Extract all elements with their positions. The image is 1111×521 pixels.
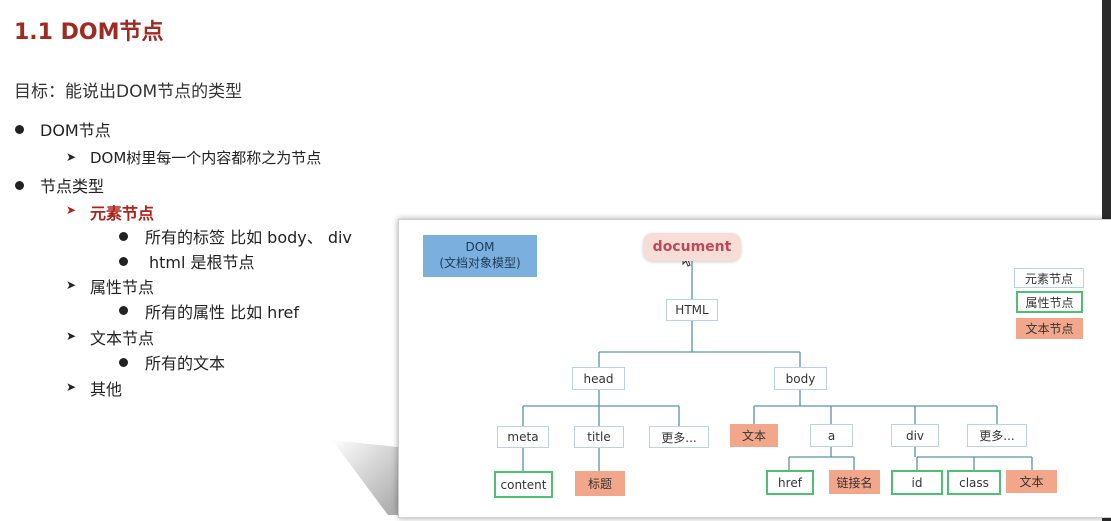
outline-element-b1: 所有的标签 比如 body、 div: [145, 228, 352, 247]
bullet-dot: [15, 181, 24, 190]
dom-label-sub: (文档对象模型): [439, 256, 521, 270]
html-node: HTML: [666, 299, 718, 321]
body-node: body: [774, 367, 827, 390]
arrow-bullet: ➤: [66, 380, 77, 394]
head-node: head: [572, 367, 625, 390]
more-node: 更多...: [649, 426, 709, 448]
goal-text: 目标：能说出DOM节点的类型: [14, 82, 243, 102]
outline-element-nodes: 元素节点: [90, 204, 155, 223]
document-node: document: [643, 233, 741, 261]
div-node: div: [891, 424, 939, 447]
outline-text-nodes: 文本节点: [90, 329, 155, 348]
bullet-dot: [119, 232, 128, 241]
a-node: a: [810, 424, 853, 447]
class-attr-node: class: [947, 470, 1001, 495]
legend-text: 文本节点: [1016, 318, 1083, 339]
outline-attr-b1: 所有的属性 比如 href: [145, 303, 300, 322]
bullet-dot: [119, 306, 128, 315]
dom-label-box: DOM (文档对象模型): [423, 235, 537, 277]
outline-dom-nodes: DOM节点: [40, 121, 111, 140]
arrow-bullet: ➤: [66, 150, 77, 164]
meta-node: meta: [497, 426, 549, 448]
outline-others: 其他: [90, 380, 123, 399]
legend-element: 元素节点: [1014, 268, 1084, 288]
outline-dom-nodes-sub: DOM树里每一个内容都称之为节点: [90, 149, 322, 167]
page-title: 1.1 DOM节点: [14, 20, 164, 45]
content-attr-node: content: [494, 471, 553, 498]
outline-node-types: 节点类型: [40, 177, 105, 196]
title-text-node: 标题: [575, 471, 625, 496]
outline-element-b2: html 是根节点: [149, 253, 255, 272]
title-node: title: [574, 426, 624, 448]
text-node: 文本: [730, 424, 778, 447]
id-attr-node: id: [891, 470, 943, 495]
text-node: 文本: [1006, 470, 1057, 493]
more-node: 更多...: [967, 424, 1027, 447]
arrow-bullet: ➤: [66, 329, 77, 343]
dom-tree-diagram: DOM (文档对象模型) document HTML head body met…: [398, 219, 1111, 518]
link-text-node: 链接名: [829, 470, 880, 494]
bullet-dot: [119, 257, 128, 266]
outline-text-b1: 所有的文本: [145, 354, 226, 373]
arrow-bullet: ➤: [66, 203, 77, 217]
outline-attr-nodes: 属性节点: [90, 278, 155, 297]
href-attr-node: href: [766, 470, 814, 495]
arrow-bullet: ➤: [66, 278, 77, 292]
dom-label: DOM: [465, 240, 495, 254]
legend-attribute: 属性节点: [1016, 291, 1083, 313]
bullet-dot: [15, 125, 24, 134]
bullet-dot: [119, 358, 128, 367]
